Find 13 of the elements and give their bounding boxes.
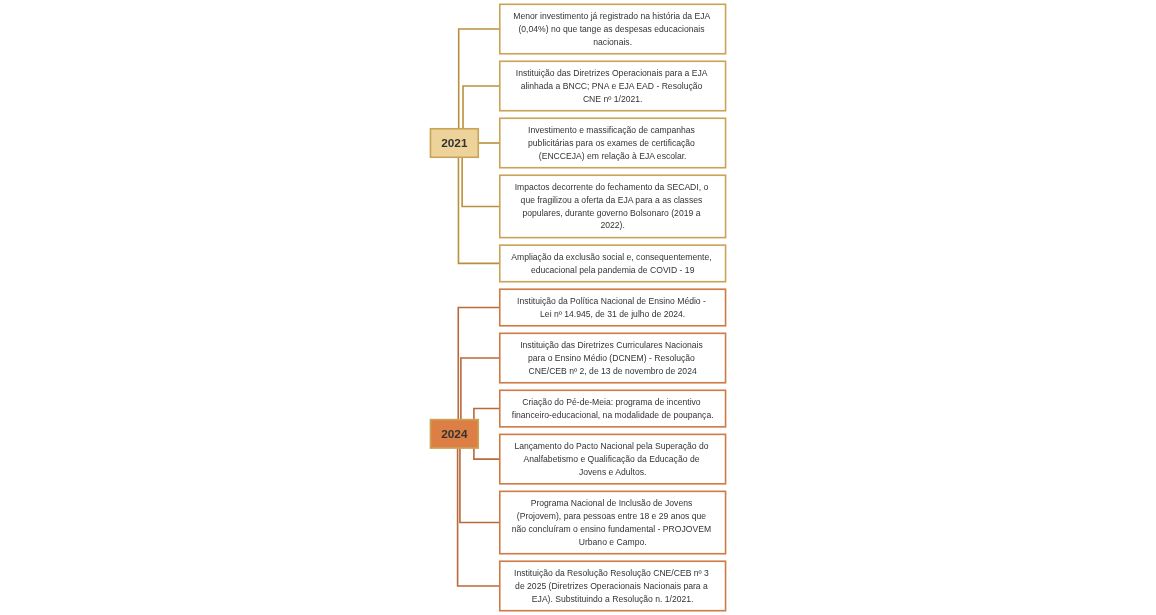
node-box: Impactos decorrente do fechamento da SECADI, o que fragilizou a oferta da EJA para a as classes populares, durante governo Bolsonaro (2019 a 2022). xyxy=(498,174,727,239)
node-box: Lançamento do Pacto Nacional pela Superação do Analfabetismo e Qualificação da Educação de Jovens e Adultos. xyxy=(498,433,727,485)
node-box: Programa Nacional de Inclusão de Jovens (Projovem), para pessoas entre 18 e 29 anos que não concluíram o ensino fundamental - PROJOVEM Urbano e Campo. xyxy=(498,490,727,555)
node-box: Criação do Pé-de-Meia: programa de incentivo financeiro-educacional, na modalidade de poupança. xyxy=(498,389,727,428)
node-box: 2021 xyxy=(429,127,480,159)
node-box: Instituição das Diretrizes Operacionais para a EJA alinhada a BNCC; PNA e EJA EAD - Resolução CNE nº 1/2021. xyxy=(498,60,727,112)
node-box: Menor investimento já registrado na história da EJA (0,04%) no que tange as despesas educacionais nacionais. xyxy=(498,3,727,55)
node-box: Instituição das Diretrizes Curriculares Nacionais para o Ensino Médio (DCNEM) - Resolução CNE/CEB nº 2, de 13 de novembro de 2024 xyxy=(498,332,727,384)
node-box: Investimento e massificação de campanhas publicitárias para os exames de certificação (ENCCEJA) em relação à EJA escolar. xyxy=(498,117,727,169)
node-box: Ampliação da exclusão social e, consequentemente, educacional pela pandemia de COVID - 19 xyxy=(498,244,727,283)
node-box: Instituição da Resolução Resolução CNE/CEB nº 3 de 2025 (Diretrizes Operacionais Nacionais para a EJA). Substituindo a Resolução n. 1/2021. xyxy=(498,560,727,612)
node-box: 2024 xyxy=(429,418,480,449)
node-box: Instituição da Política Nacional de Ensino Médio - Lei nº 14.945, de 31 de julho de 2024. xyxy=(498,288,727,327)
